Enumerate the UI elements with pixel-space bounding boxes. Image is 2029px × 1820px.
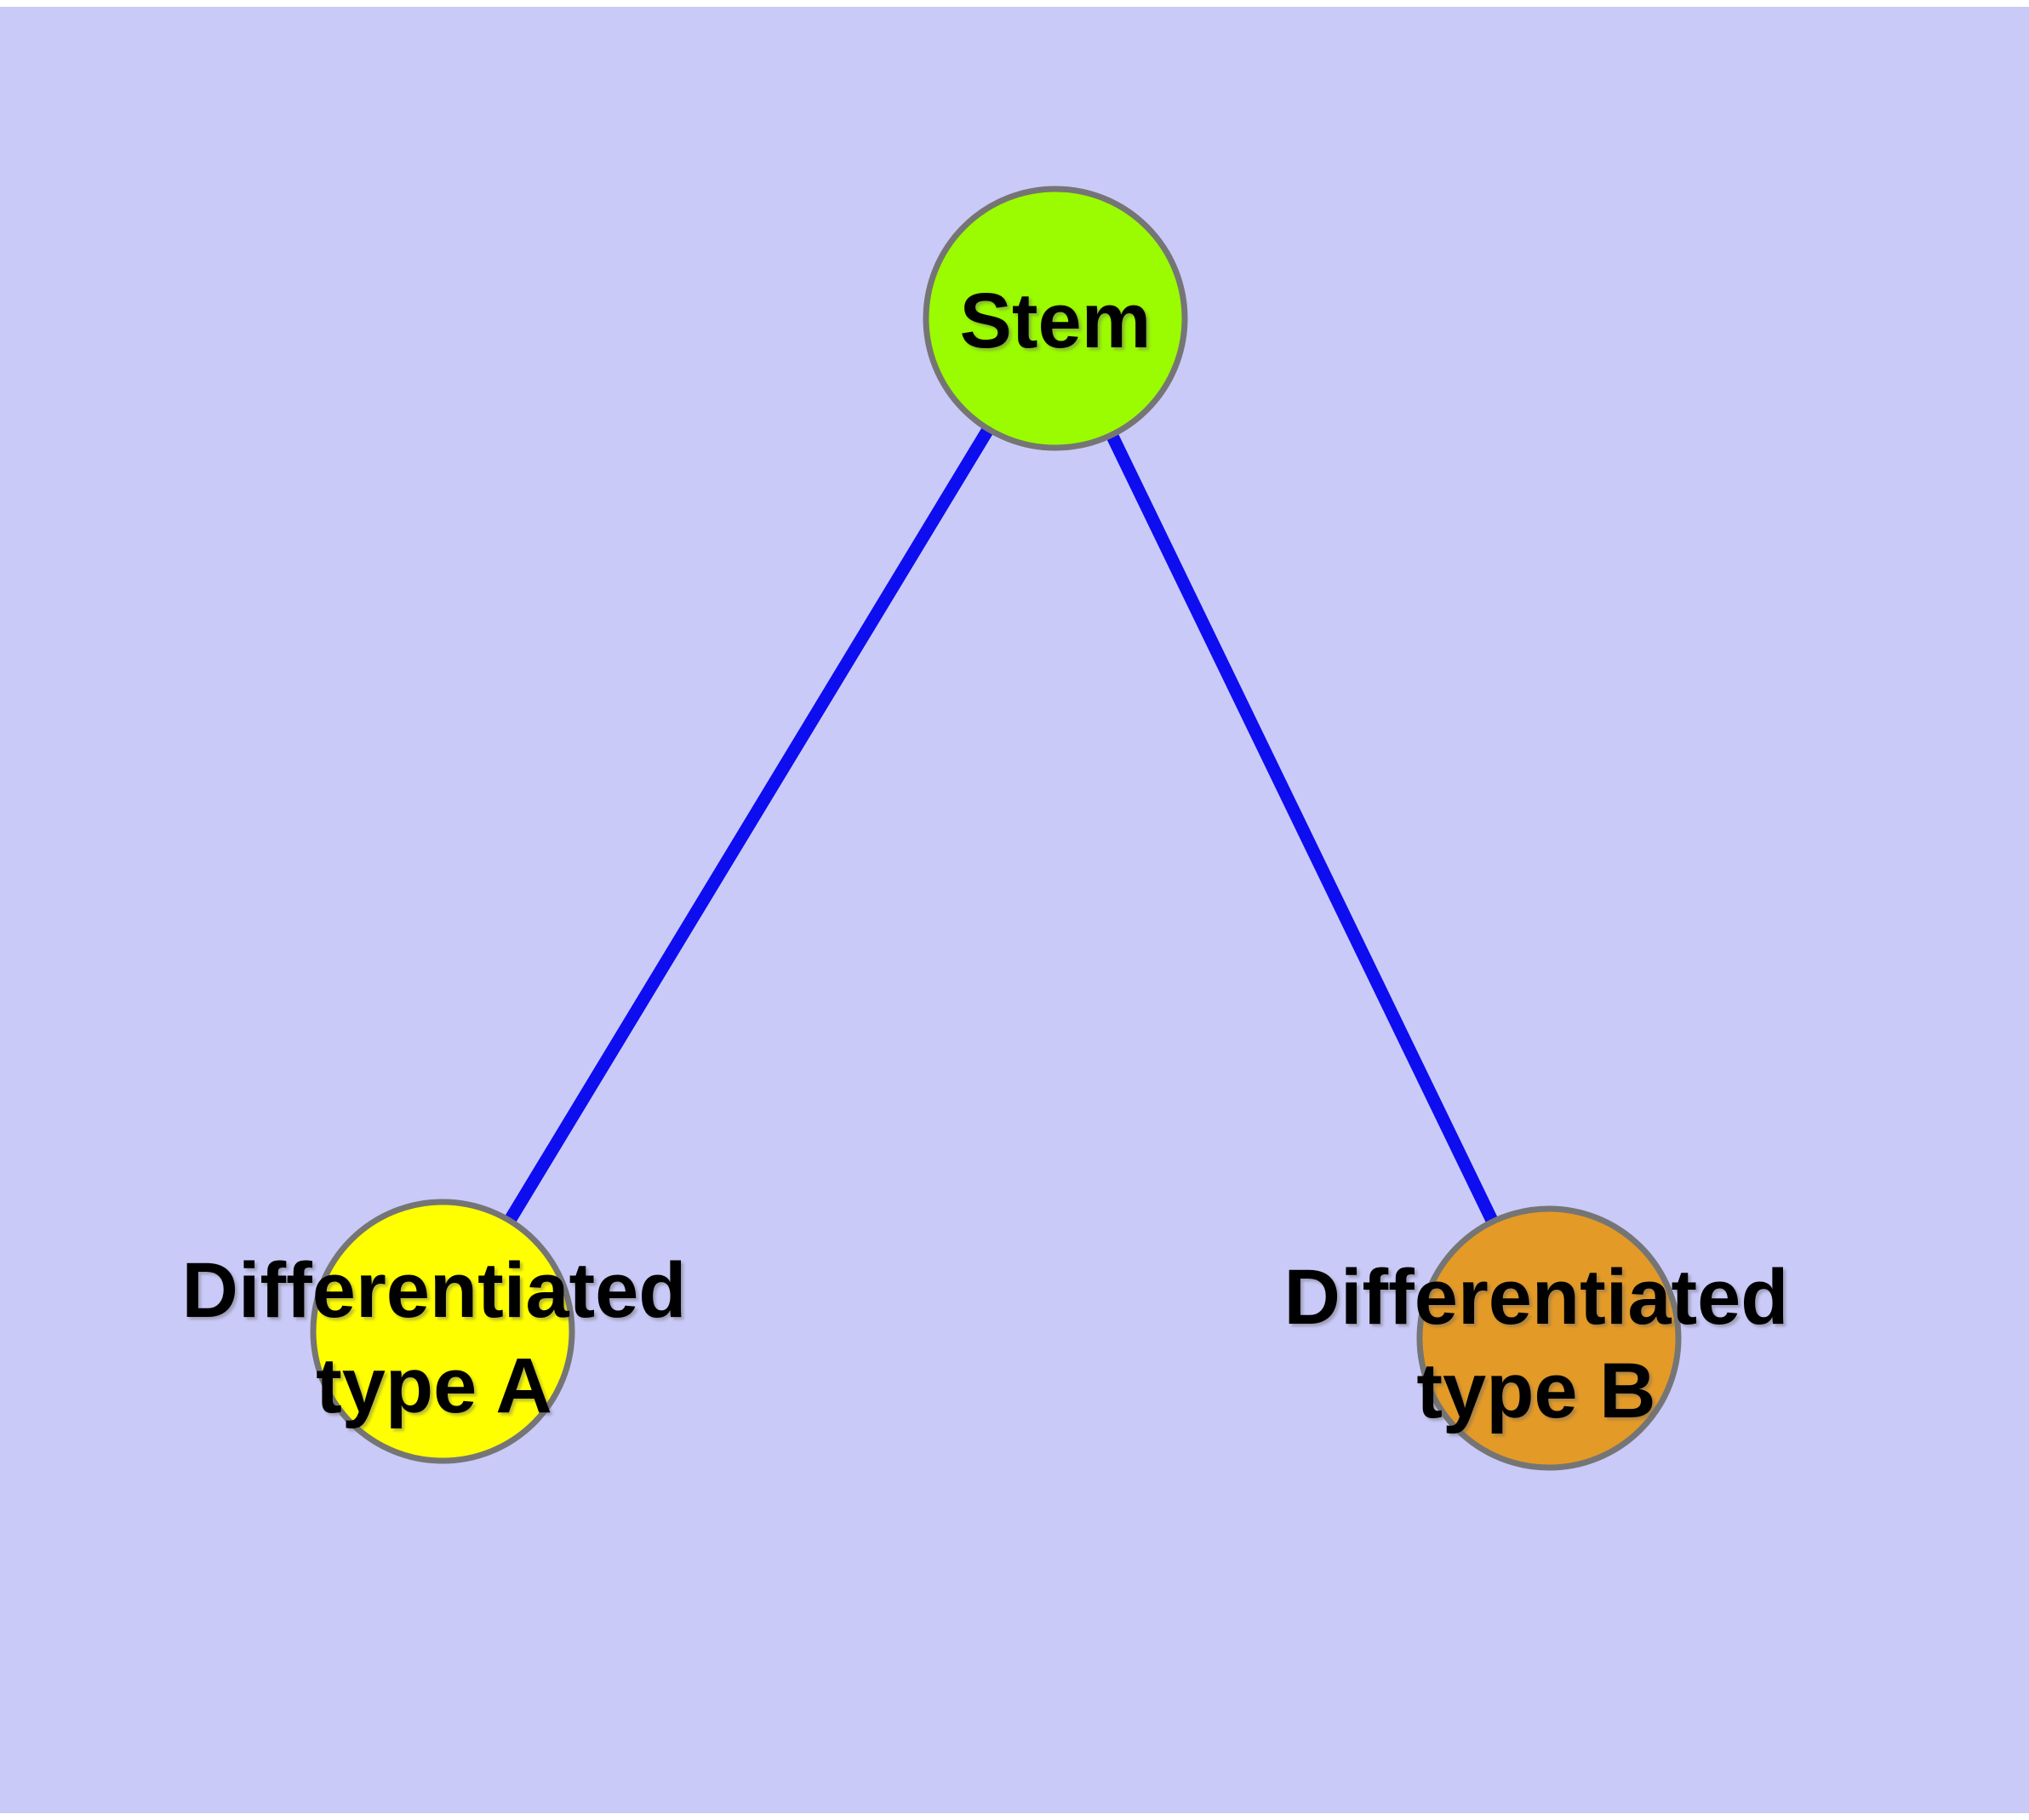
node-type-b-label-line2: type B <box>1416 1348 1655 1434</box>
node-type-a-circle <box>310 1199 575 1464</box>
node-stem-circle <box>923 186 1188 451</box>
node-type-a-label-line1: Differentiated <box>182 1247 687 1334</box>
node-type-b-label-line1: Differentiated <box>1284 1254 1789 1341</box>
edge-stem-to-type-a <box>437 315 1061 1335</box>
edge-stem-to-type-b <box>1049 315 1555 1342</box>
node-type-b-circle <box>1416 1205 1682 1471</box>
node-stem-label: Stem <box>960 278 1152 364</box>
node-type-a-label-line2: type A <box>316 1342 552 1429</box>
